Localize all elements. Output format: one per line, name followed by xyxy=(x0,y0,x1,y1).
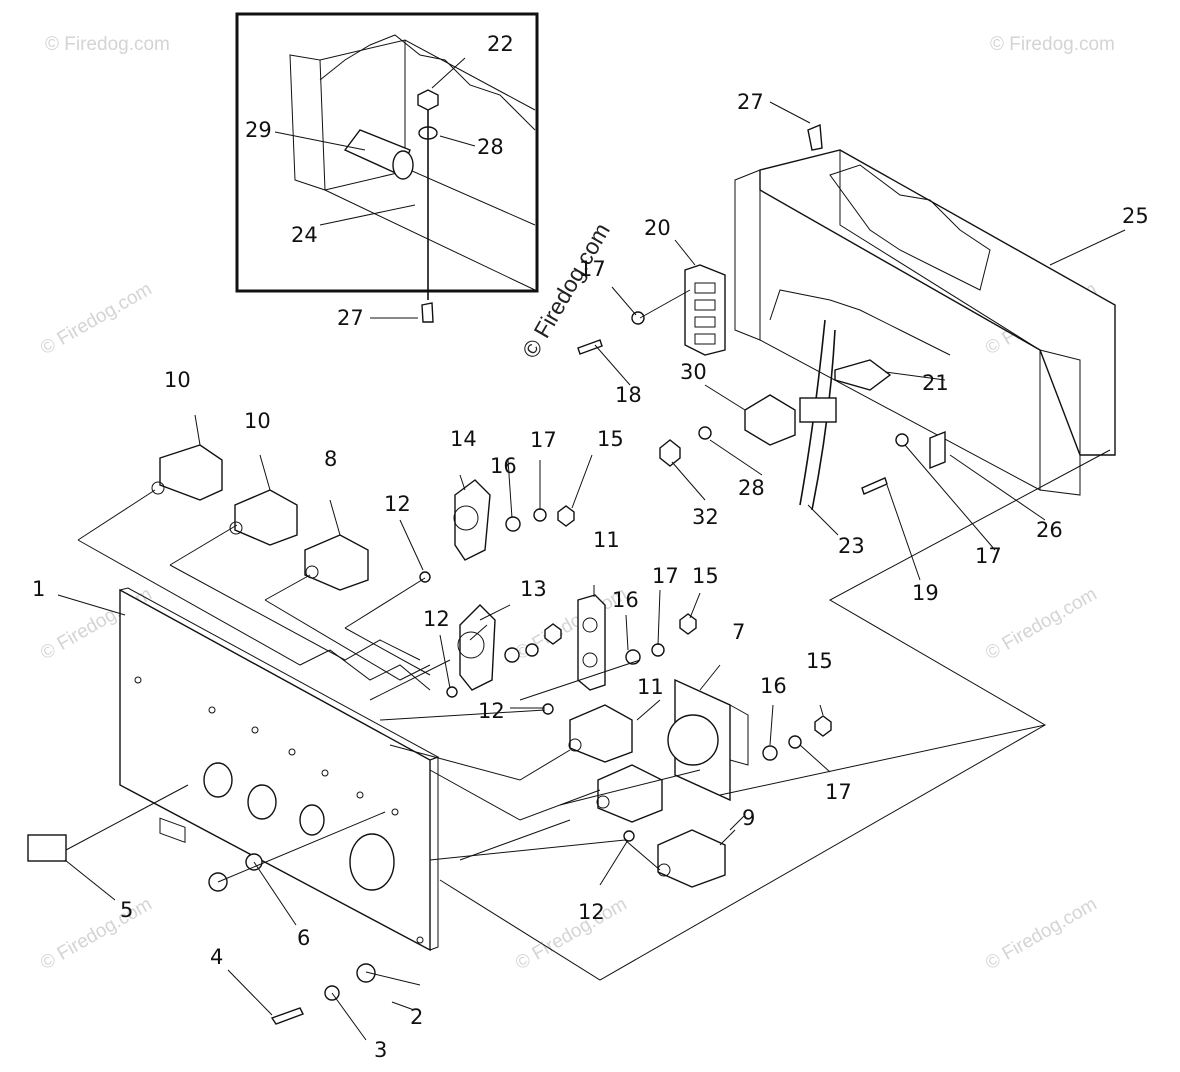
callout-16c: 16 xyxy=(760,674,787,698)
callout-29: 29 xyxy=(245,118,272,142)
circuit-breaker-11 xyxy=(568,704,633,763)
callout-10b: 10 xyxy=(244,409,271,433)
callout-26: 26 xyxy=(1036,518,1063,542)
callout-19: 19 xyxy=(912,581,939,605)
callout-16b: 16 xyxy=(612,588,639,612)
watermark: © Firedog.com xyxy=(982,584,1101,665)
callout-22: 22 xyxy=(487,32,514,56)
circuit-breaker-8 xyxy=(304,534,369,591)
ground-terminal-21 xyxy=(834,359,892,391)
switch-26 xyxy=(929,430,946,470)
callout-23: 23 xyxy=(838,534,865,558)
callout-15b: 15 xyxy=(692,564,719,588)
receptacle-7 xyxy=(667,678,749,802)
receptacle-14 xyxy=(453,479,491,561)
watermark: © Firedog.com xyxy=(37,279,156,360)
callout-12d: 12 xyxy=(578,900,605,924)
watermark: © Firedog.com xyxy=(45,34,170,55)
callout-21: 21 xyxy=(922,371,949,395)
hour-meter-5 xyxy=(27,834,67,862)
callout-5: 5 xyxy=(120,898,133,922)
thermistor-part xyxy=(343,129,414,180)
callout-25: 25 xyxy=(1122,204,1149,228)
callout-27a: 27 xyxy=(737,90,764,114)
callout-17c: 17 xyxy=(825,780,852,804)
callout-28a: 28 xyxy=(477,135,504,159)
control-box-25 xyxy=(734,149,1116,496)
callout-9: 9 xyxy=(742,806,755,830)
callout-28b: 28 xyxy=(738,476,765,500)
callout-8: 8 xyxy=(324,447,337,471)
relay-30 xyxy=(744,394,796,446)
receptacle-13 xyxy=(457,604,496,691)
circuit-breaker-10b xyxy=(229,489,298,546)
callout-24: 24 xyxy=(291,223,318,247)
leader-lines xyxy=(57,57,1126,1041)
callout-13: 13 xyxy=(520,577,547,601)
hardware xyxy=(208,123,909,1025)
callout-3: 3 xyxy=(374,1038,387,1062)
callout-12b: 12 xyxy=(423,607,450,631)
nut-22-icon xyxy=(417,89,439,111)
circuit-breaker-9a xyxy=(596,764,663,823)
callout-12c: 12 xyxy=(478,699,505,723)
callout-4: 4 xyxy=(210,945,223,969)
callout-20: 20 xyxy=(644,216,671,240)
callout-10a: 10 xyxy=(164,368,191,392)
duplex-receptacle-11 xyxy=(577,594,606,691)
watermark: © Firedog.com xyxy=(37,894,156,975)
callout-1: 1 xyxy=(32,577,45,601)
callout-17e: 17 xyxy=(975,544,1002,568)
callout-30: 30 xyxy=(680,360,707,384)
callout-17b: 17 xyxy=(652,564,679,588)
callout-12a: 12 xyxy=(384,492,411,516)
callout-7: 7 xyxy=(732,620,745,644)
callout-14: 14 xyxy=(450,427,477,451)
callout-labels: 1 2 3 4 5 6 7 8 9 10 10 11 11 12 12 12 1… xyxy=(32,32,1149,1062)
callout-17d: 17 xyxy=(579,257,606,281)
callout-15a: 15 xyxy=(597,427,624,451)
callout-15c: 15 xyxy=(806,649,833,673)
watermark: © Firedog.com xyxy=(982,894,1101,975)
circuit-breaker-9b xyxy=(657,829,726,888)
callout-17a: 17 xyxy=(530,428,557,452)
watermark-layer: © Firedog.com © Firedog.com © Firedog.co… xyxy=(37,34,1115,974)
strain-relief-bushing xyxy=(799,397,837,423)
inset-detail xyxy=(235,12,539,300)
callout-27b: 27 xyxy=(337,306,364,330)
terminal-block-20 xyxy=(684,264,726,356)
front-panel-1 xyxy=(119,587,440,952)
watermark: © Firedog.com xyxy=(990,34,1115,55)
callout-6: 6 xyxy=(297,926,310,950)
callout-2: 2 xyxy=(410,1005,423,1029)
callout-16a: 16 xyxy=(490,454,517,478)
callout-11a: 11 xyxy=(593,528,620,552)
callout-32: 32 xyxy=(692,505,719,529)
circuit-breaker-10a xyxy=(151,444,223,501)
wiring-harness xyxy=(77,449,1111,981)
callout-11b: 11 xyxy=(637,675,664,699)
callout-18: 18 xyxy=(615,383,642,407)
